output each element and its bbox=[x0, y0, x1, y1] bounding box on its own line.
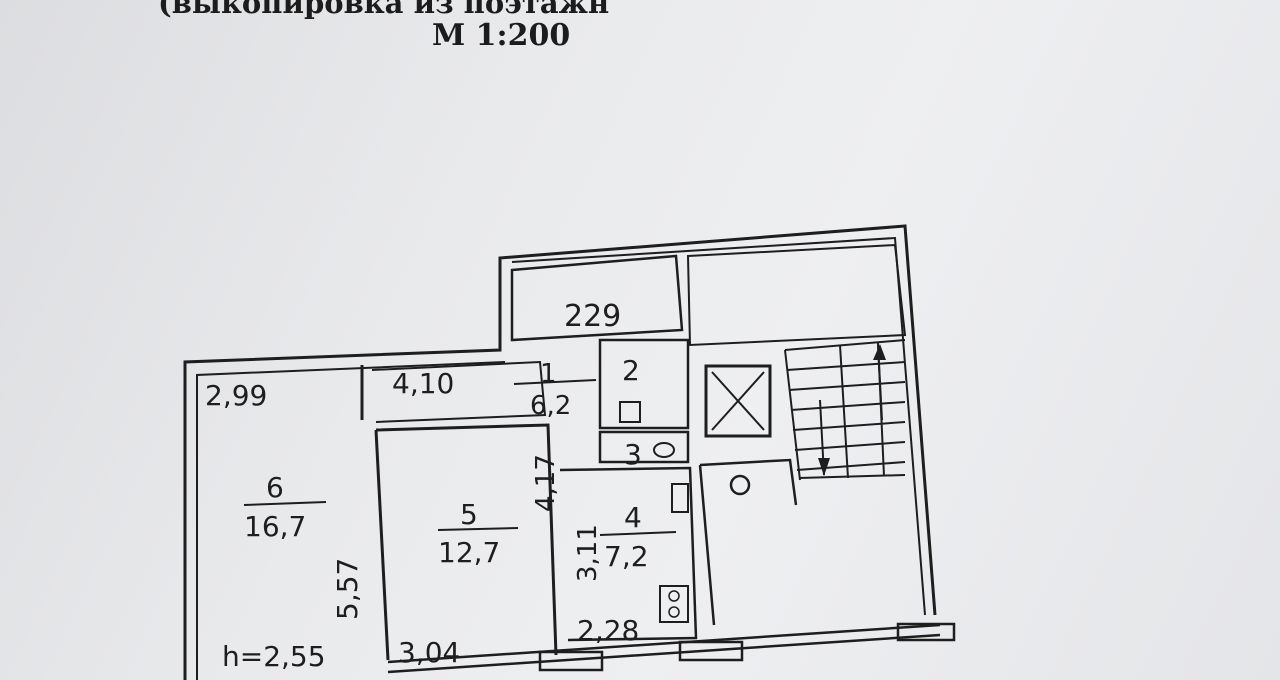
elevator-shaft bbox=[704, 364, 772, 438]
stair-upper-room bbox=[686, 243, 907, 347]
trash-chute bbox=[729, 474, 751, 496]
outer-wall-inner bbox=[196, 361, 506, 680]
stove-burner-2 bbox=[668, 606, 680, 618]
room-3-number: 3 bbox=[624, 438, 642, 471]
stove-fixture bbox=[659, 585, 689, 623]
ceiling-height-label: h=2,55 bbox=[222, 640, 326, 673]
balcony-label: 229 bbox=[564, 299, 621, 334]
fraction-bar-4 bbox=[599, 531, 677, 536]
plan-walls bbox=[183, 224, 956, 680]
arrow-down-head bbox=[818, 458, 830, 476]
upper-wall-inner bbox=[511, 236, 926, 616]
room-6-number: 6 bbox=[266, 471, 284, 504]
sink-fixture bbox=[619, 401, 641, 423]
window-3 bbox=[896, 622, 956, 642]
room-6-area: 16,7 bbox=[244, 510, 306, 543]
fraction-bar-5 bbox=[437, 527, 519, 531]
dim-3-11: 3,11 bbox=[573, 524, 603, 582]
fraction-bar-6 bbox=[243, 501, 327, 506]
dim-3-04: 3,04 bbox=[398, 636, 460, 669]
room-4-number: 4 bbox=[624, 501, 642, 534]
room-5-area: 12,7 bbox=[438, 536, 500, 569]
toilet-outline bbox=[598, 430, 690, 464]
dim-4-17: 4,17 bbox=[531, 454, 561, 512]
facade-wall bbox=[387, 623, 941, 674]
stair-steps bbox=[784, 339, 906, 479]
dim-5-57: 5,57 bbox=[331, 558, 364, 620]
stove-burner-1 bbox=[668, 590, 680, 602]
dim-2-28: 2,28 bbox=[577, 614, 639, 647]
room-1-number: 1 bbox=[540, 359, 557, 389]
document-subtitle: (выкопировка из поэтажн bbox=[158, 0, 610, 20]
room-5-number: 5 bbox=[460, 498, 478, 531]
fraction-bar-1 bbox=[513, 379, 597, 385]
kitchen-sink-fixture bbox=[671, 483, 689, 513]
scale-label: М 1:200 bbox=[432, 18, 571, 53]
room-2-number: 2 bbox=[622, 354, 640, 387]
outer-wall bbox=[183, 224, 937, 680]
toilet-fixture bbox=[653, 442, 675, 458]
bathroom-outline bbox=[598, 338, 690, 430]
room-1-area: 6,2 bbox=[530, 391, 571, 421]
partition-walls bbox=[360, 365, 558, 661]
window-2 bbox=[678, 640, 744, 662]
dim-2-99: 2,99 bbox=[205, 379, 267, 412]
arrow-up-head bbox=[873, 344, 886, 360]
corridor-outline bbox=[371, 360, 547, 423]
balcony-outline bbox=[510, 254, 684, 342]
kitchen-outline bbox=[559, 466, 698, 642]
landing-walls bbox=[698, 458, 798, 626]
room-4-area: 7,2 bbox=[604, 540, 649, 573]
window-1 bbox=[538, 650, 604, 672]
elevator-cross bbox=[711, 371, 765, 431]
dim-4-10: 4,10 bbox=[392, 367, 454, 400]
